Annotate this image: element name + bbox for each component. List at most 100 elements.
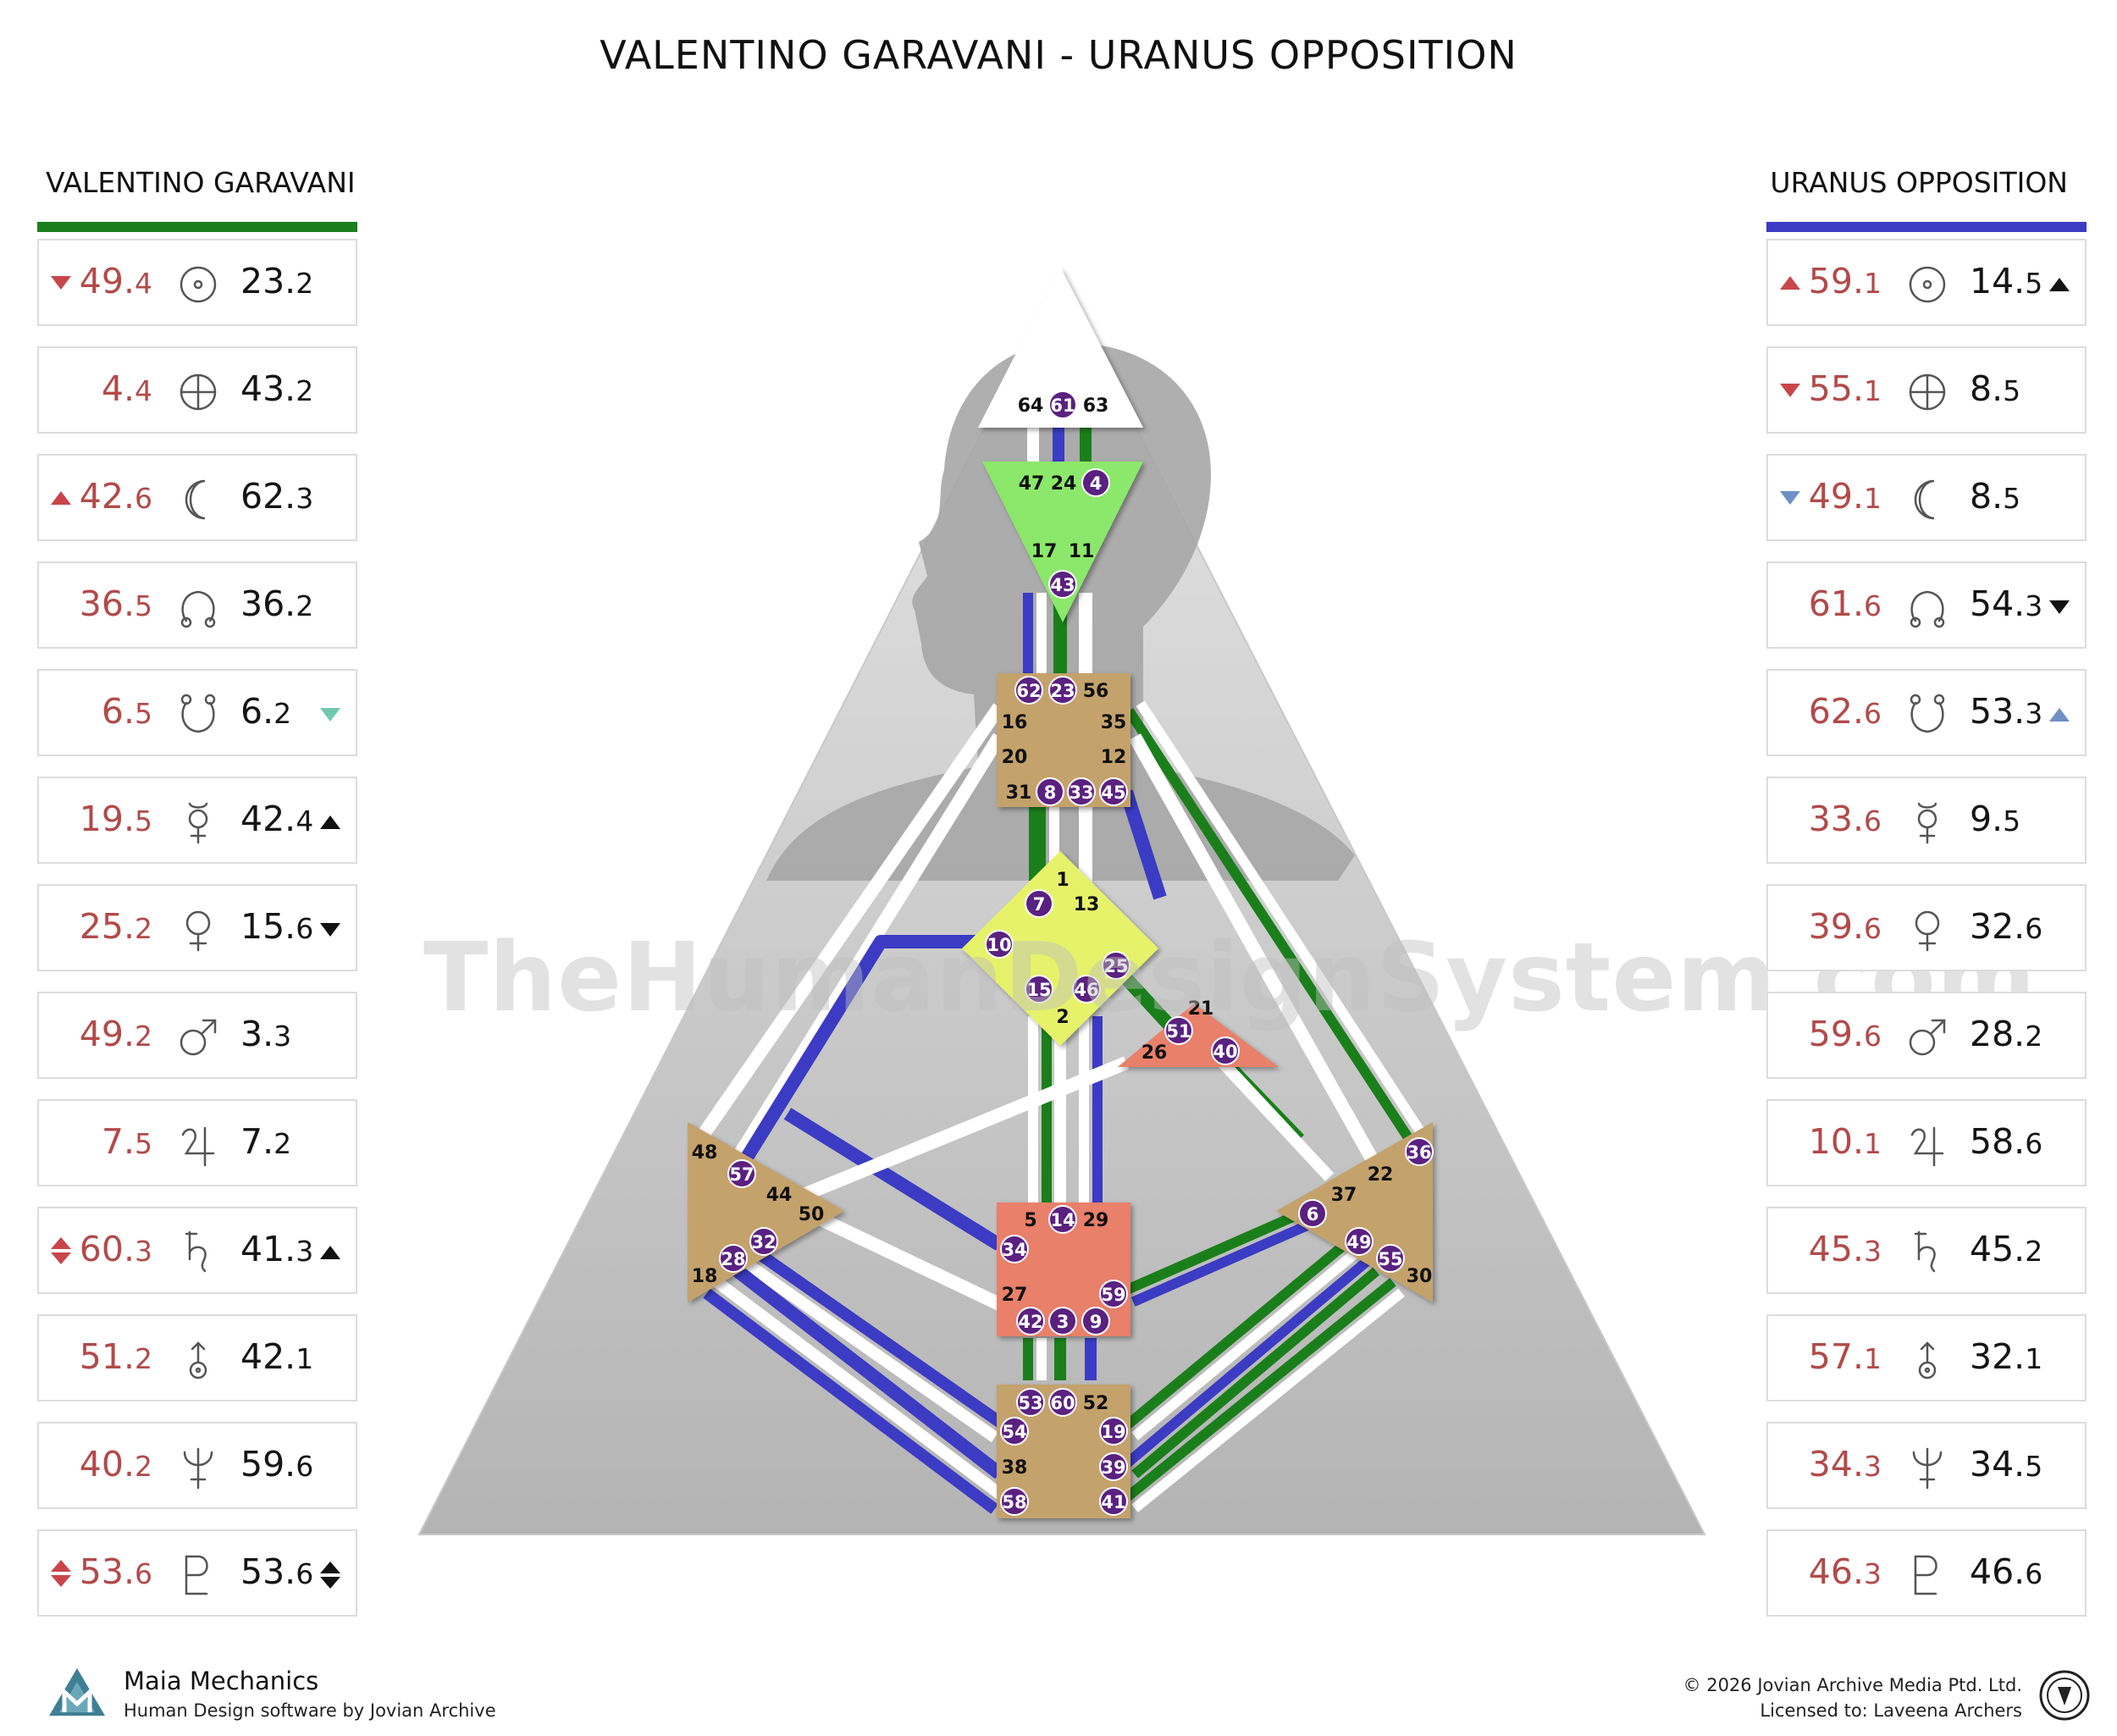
design-value: 34.3 bbox=[1808, 1444, 1882, 1484]
empty-marker bbox=[317, 268, 344, 301]
gate-2: 2 bbox=[1056, 1007, 1069, 1028]
triangle-marker-icon bbox=[2049, 278, 2070, 291]
empty-marker bbox=[47, 804, 75, 838]
gate-label: 22 bbox=[1368, 1164, 1394, 1186]
jupiter-icon bbox=[1910, 1126, 1944, 1167]
gate-41: 41 bbox=[1099, 1487, 1128, 1516]
gate-label: 42 bbox=[1018, 1312, 1042, 1332]
design-value: 6.5 bbox=[101, 691, 152, 732]
gate-14: 14 bbox=[1048, 1205, 1077, 1234]
gate-active-marker bbox=[1048, 390, 1077, 419]
gate-active-marker bbox=[1081, 1307, 1110, 1335]
gate-48: 48 bbox=[692, 1142, 718, 1164]
personality-marker bbox=[2046, 805, 2073, 839]
channel-50-27 bbox=[818, 1213, 1003, 1311]
design-marker bbox=[47, 696, 73, 730]
gate-active-marker bbox=[1099, 1487, 1128, 1516]
gate-label: 54 bbox=[1002, 1422, 1026, 1442]
gate-31: 31 bbox=[1006, 782, 1032, 804]
gate-active-marker bbox=[1081, 468, 1110, 497]
planet-symbol bbox=[174, 1551, 222, 1599]
design-value: 40.2 bbox=[79, 1444, 152, 1484]
gate-label: 43 bbox=[1050, 575, 1075, 595]
gate-label: 21 bbox=[1188, 998, 1214, 1020]
personality-marker bbox=[2046, 268, 2073, 301]
gate-label: 55 bbox=[1378, 1249, 1402, 1269]
personality-marker bbox=[317, 590, 344, 624]
empty-marker bbox=[47, 1341, 75, 1375]
design-marker bbox=[47, 1341, 73, 1375]
empty-marker bbox=[47, 373, 75, 407]
venus-icon bbox=[1915, 910, 1940, 952]
ajna-center bbox=[982, 462, 1143, 622]
gate-5: 5 bbox=[1024, 1210, 1036, 1231]
design-value: 49.1 bbox=[1808, 476, 1882, 517]
empty-marker bbox=[1777, 589, 1804, 622]
gate-label: 59 bbox=[1101, 1285, 1125, 1305]
gate-30: 30 bbox=[1407, 1266, 1433, 1287]
empty-marker bbox=[47, 911, 75, 945]
gate-36: 36 bbox=[1405, 1137, 1434, 1166]
mercury-icon bbox=[1917, 802, 1937, 844]
gate-57: 57 bbox=[727, 1159, 756, 1188]
empty-marker bbox=[2046, 1558, 2073, 1592]
gate-50: 50 bbox=[799, 1204, 825, 1225]
gate-34: 34 bbox=[1000, 1235, 1029, 1263]
gate-19: 19 bbox=[1099, 1417, 1128, 1446]
gate-active-marker bbox=[1000, 1235, 1029, 1263]
license-text: Licensed to: Laveena Archers bbox=[1760, 1700, 2022, 1721]
mars-icon bbox=[180, 1019, 217, 1056]
channel-39-55 bbox=[1131, 1267, 1380, 1479]
personality-value: 14.5 bbox=[1970, 261, 2043, 301]
personality-marker bbox=[317, 1236, 344, 1269]
gate-label: 31 bbox=[1006, 782, 1032, 804]
gate-20: 20 bbox=[1002, 747, 1028, 768]
design-marker bbox=[1777, 1556, 1802, 1590]
gate-label: 45 bbox=[1101, 782, 1125, 803]
planet-symbol bbox=[1904, 799, 1951, 846]
triangle-marker-icon bbox=[2049, 708, 2070, 721]
gate-active-marker bbox=[719, 1244, 748, 1273]
design-marker bbox=[47, 1234, 73, 1268]
personality-marker bbox=[2046, 1343, 2073, 1377]
gate-52: 52 bbox=[1083, 1393, 1109, 1414]
design-value: 57.1 bbox=[1808, 1336, 1882, 1377]
planet-symbol bbox=[174, 1336, 222, 1384]
channel-32-54 bbox=[737, 1254, 998, 1443]
design-marker bbox=[1777, 589, 1802, 622]
empty-marker bbox=[47, 696, 75, 730]
personality-value: 42.4 bbox=[240, 799, 314, 839]
gate-active-marker bbox=[1072, 975, 1101, 1003]
gate-label: 38 bbox=[1002, 1457, 1028, 1479]
gate-43: 43 bbox=[1048, 570, 1077, 599]
empty-marker bbox=[1777, 1019, 1804, 1053]
gate-label: 25 bbox=[1103, 956, 1128, 976]
planet-symbol bbox=[174, 691, 222, 738]
neptune-icon bbox=[183, 1447, 213, 1490]
gate-47: 47 bbox=[1019, 473, 1045, 495]
triangle-marker-icon bbox=[320, 815, 340, 829]
personality-marker bbox=[2046, 1236, 2073, 1269]
planet-symbol bbox=[174, 583, 222, 631]
gate-label: 29 bbox=[1083, 1210, 1109, 1231]
planet-symbol bbox=[1904, 691, 1951, 738]
gate-17: 17 bbox=[1031, 541, 1058, 562]
empty-marker bbox=[317, 1128, 344, 1162]
personality-marker bbox=[317, 1128, 344, 1162]
gate-active-marker bbox=[1067, 777, 1096, 806]
gate-active-marker bbox=[1298, 1199, 1327, 1228]
personality-marker bbox=[2046, 698, 2073, 732]
gate-label: 49 bbox=[1346, 1232, 1371, 1252]
channel-25-51 bbox=[1117, 969, 1178, 1034]
empty-marker bbox=[1777, 1126, 1804, 1160]
gate-label: 58 bbox=[1002, 1492, 1026, 1512]
personality-marker bbox=[317, 268, 344, 301]
design-value: 39.6 bbox=[1808, 906, 1882, 947]
